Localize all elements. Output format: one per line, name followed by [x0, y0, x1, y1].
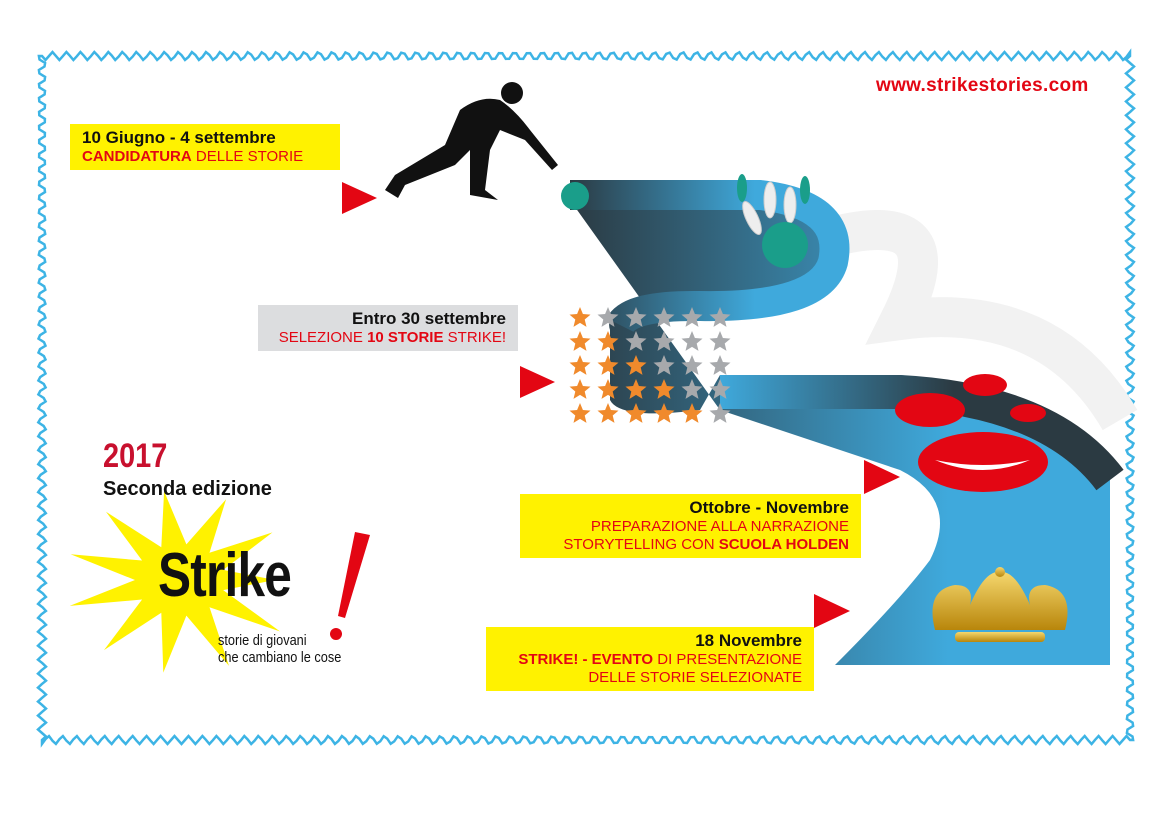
star-gray — [653, 307, 675, 327]
arrow-step-1 — [342, 182, 377, 214]
tagline-line-1: storie di giovani — [218, 632, 307, 649]
step-description-line1: STRIKE! - EVENTO DI PRESENTAZIONE — [518, 651, 802, 669]
timeline-step-4: 18 Novembre STRIKE! - EVENTO DI PRESENTA… — [486, 627, 814, 692]
star-gray — [709, 307, 731, 327]
bowling-lane — [570, 200, 1110, 665]
star-orange — [597, 331, 619, 351]
star-orange — [569, 403, 591, 423]
star-orange — [653, 403, 675, 423]
star-gray — [709, 403, 731, 423]
star-gray — [625, 331, 647, 351]
star-orange — [597, 355, 619, 375]
step-description-line2: STORYTELLING CON SCUOLA HOLDEN — [563, 536, 849, 554]
arrow-step-4 — [814, 594, 850, 628]
star-orange — [569, 331, 591, 351]
arrow-step-3 — [864, 460, 900, 494]
starburst-shape — [69, 491, 281, 673]
background-swoosh — [814, 210, 1138, 431]
star-orange — [597, 379, 619, 399]
crown-icon — [932, 567, 1068, 642]
edition-year: 2017 — [103, 437, 168, 475]
star-gray — [709, 331, 731, 351]
star-gray — [597, 307, 619, 327]
step-date: Entro 30 settembre — [352, 309, 506, 328]
star-orange — [625, 403, 647, 423]
wavy-border — [36, 48, 1136, 748]
star-gray — [709, 379, 731, 399]
timeline-step-1: 10 Giugno - 4 settembre CANDIDATURA DELL… — [70, 124, 340, 171]
logo-exclamation — [338, 532, 370, 618]
timeline-step-3: Ottobre - Novembre PREPARAZIONE ALLA NAR… — [520, 494, 861, 559]
step-description: SELEZIONE 10 STORIE STRIKE! — [278, 329, 506, 347]
star-gray — [681, 379, 703, 399]
star-gray — [653, 331, 675, 351]
bowling-ball-icon — [561, 182, 589, 210]
step-date: Ottobre - Novembre — [689, 498, 849, 517]
lips-icon — [895, 374, 1048, 492]
tagline-line-2: che cambiano le cose — [218, 649, 342, 667]
bowling-pins-icon — [737, 174, 810, 268]
lane-upper-curve — [570, 180, 850, 334]
star-orange — [569, 379, 591, 399]
strike-logo-word: Strike — [158, 541, 292, 610]
star-orange — [653, 379, 675, 399]
star-orange — [681, 403, 703, 423]
star-orange — [625, 379, 647, 399]
step-description-line2: DELLE STORIE SELEZIONATE — [588, 669, 802, 687]
step-description-line1: PREPARAZIONE ALLA NARRAZIONE — [590, 518, 849, 536]
logo-tagline: storie di giovani che cambiano le cose — [218, 632, 341, 667]
star-gray — [625, 307, 647, 327]
star-gray — [709, 355, 731, 375]
star-orange — [569, 355, 591, 375]
timeline-step-2: Entro 30 settembre SELEZIONE 10 STORIE S… — [258, 305, 518, 352]
bowler-silhouette-icon — [385, 82, 558, 200]
logo-exclamation-dot — [330, 628, 342, 640]
star-gray — [681, 331, 703, 351]
star-gray — [681, 307, 703, 327]
star-orange — [569, 307, 591, 327]
star-orange — [625, 355, 647, 375]
step-date: 10 Giugno - 4 settembre — [82, 128, 276, 147]
arrow-step-2 — [520, 366, 555, 398]
star-gray — [681, 355, 703, 375]
step-date: 18 Novembre — [695, 631, 802, 650]
stars-grid — [569, 307, 731, 423]
edition-label: Seconda edizione — [103, 478, 272, 500]
website-url[interactable]: www.strikestories.com — [876, 75, 1089, 96]
star-orange — [597, 403, 619, 423]
star-gray — [653, 355, 675, 375]
step-description: CANDIDATURA DELLE STORIE — [82, 148, 304, 166]
